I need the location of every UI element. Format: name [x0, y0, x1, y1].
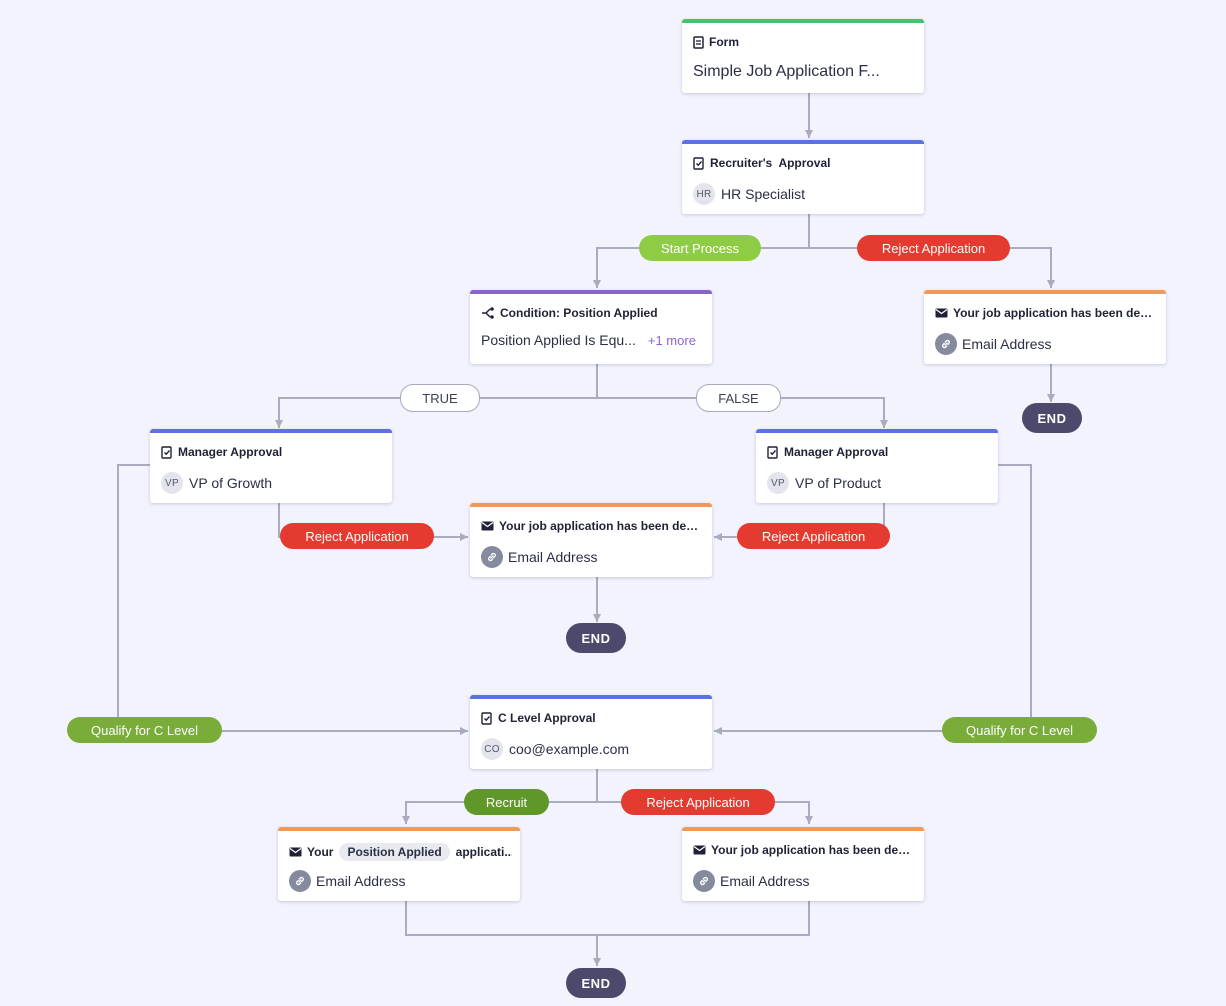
envelope-icon [935, 308, 948, 318]
condition-title: Condition: Position Applied [500, 306, 658, 320]
avatar: CO [481, 738, 503, 760]
end-node-middle[interactable]: END [566, 623, 626, 653]
reject-email-bottom-header: Your job application has been deni... [693, 843, 916, 857]
true-branch-pill[interactable]: TRUE [400, 384, 480, 412]
reject-email-middle-node[interactable]: Your job application has been deni... Em… [470, 503, 712, 577]
email-accent [278, 827, 520, 831]
qualify-c-level-pill-right[interactable]: Qualify for C Level [942, 717, 1097, 743]
avatar: VP [767, 472, 789, 494]
approval-icon [767, 445, 778, 459]
reject-email-top-recipient: Email Address [962, 336, 1052, 352]
qualify-c-level-pill-left[interactable]: Qualify for C Level [67, 717, 222, 743]
manager-approval-right-assignee: VP of Product [795, 475, 882, 491]
condition-accent [470, 290, 712, 294]
manager-approval-left-header: Manager Approval [161, 445, 384, 459]
end-node-top-right[interactable]: END [1022, 403, 1082, 433]
avatar: HR [693, 183, 715, 205]
manager-approval-right-node[interactable]: Manager Approval VP VP of Product [756, 429, 998, 503]
link-icon [481, 546, 503, 568]
approval-icon [693, 156, 704, 170]
reject-application-pill-top[interactable]: Reject Application [857, 235, 1010, 261]
c-level-approval-header: C Level Approval [481, 711, 704, 725]
recruit-email-node[interactable]: Your Position Applied applicati... Email… [278, 827, 520, 901]
condition-summary: Position Applied Is Equ... [481, 332, 636, 348]
reject-email-bottom-title: Your job application has been deni... [711, 843, 916, 857]
recruiter-approval-header: Recruiter's Approval [693, 156, 916, 170]
email-accent [682, 827, 924, 831]
reject-email-top-node[interactable]: Your job application has been deni... Em… [924, 290, 1166, 364]
approval-icon [161, 445, 172, 459]
reject-application-pill-bottom[interactable]: Reject Application [621, 789, 775, 815]
recruiter-approval-title: Recruiter's Approval [710, 156, 831, 170]
condition-summary-row: Position Applied Is Equ... +1 more [481, 332, 704, 348]
c-level-approval-node[interactable]: C Level Approval CO coo@example.com [470, 695, 712, 769]
recruit-email-title-prefix: Your [307, 845, 334, 859]
form-node[interactable]: Form Simple Job Application F... [682, 19, 924, 93]
link-icon [289, 870, 311, 892]
manager-approval-left-title: Manager Approval [178, 445, 283, 459]
reject-email-middle-recipient-row: Email Address [481, 546, 704, 568]
reject-email-bottom-node[interactable]: Your job application has been deni... Em… [682, 827, 924, 901]
email-accent [470, 503, 712, 507]
link-icon [693, 870, 715, 892]
recruit-email-recipient: Email Address [316, 873, 406, 889]
c-level-approval-title: C Level Approval [498, 711, 596, 725]
reject-email-top-title: Your job application has been deni... [953, 306, 1158, 320]
recruiter-approval-node[interactable]: Recruiter's Approval HR HR Specialist [682, 140, 924, 214]
connector-bottom-left-to-end [405, 901, 601, 966]
form-node-header: Form [693, 35, 916, 49]
reject-email-middle-recipient: Email Address [508, 549, 598, 565]
avatar: VP [161, 472, 183, 494]
recruiter-approval-assignee: HR Specialist [721, 186, 806, 202]
false-branch-pill[interactable]: FALSE [696, 384, 781, 412]
reject-application-pill-right[interactable]: Reject Application [737, 523, 890, 549]
recruit-email-recipient-row: Email Address [289, 870, 512, 892]
approval-accent [756, 429, 998, 433]
form-node-accent [682, 19, 924, 23]
connector-manager-left-qualify [117, 464, 468, 735]
form-icon [693, 35, 704, 49]
recruiter-approval-assignee-row: HR HR Specialist [693, 183, 916, 205]
envelope-icon [481, 521, 494, 531]
manager-approval-left-assignee: VP of Growth [189, 475, 273, 491]
envelope-icon [693, 845, 706, 855]
approval-accent [150, 429, 392, 433]
condition-more-link[interactable]: +1 more [647, 332, 696, 348]
recruit-email-title-suffix: applicati... [455, 845, 512, 859]
approval-accent [470, 695, 712, 699]
manager-approval-right-title: Manager Approval [784, 445, 889, 459]
manager-approval-right-assignee-row: VP VP of Product [767, 472, 990, 494]
reject-application-pill-left[interactable]: Reject Application [280, 523, 434, 549]
form-node-type: Form [709, 35, 739, 49]
condition-header: Condition: Position Applied [481, 306, 704, 320]
connector-manager-right-qualify [714, 464, 1032, 735]
reject-email-bottom-recipient: Email Address [720, 873, 810, 889]
c-level-approval-assignee: coo@example.com [509, 741, 630, 757]
reject-email-middle-title: Your job application has been deni... [499, 519, 704, 533]
start-process-pill[interactable]: Start Process [639, 235, 761, 261]
form-node-title: Simple Job Application F... [693, 63, 880, 80]
approval-accent [682, 140, 924, 144]
reject-email-top-recipient-row: Email Address [935, 333, 1158, 355]
manager-approval-right-header: Manager Approval [767, 445, 990, 459]
approval-icon [481, 711, 492, 725]
envelope-icon [289, 847, 302, 857]
form-node-title-row: Simple Job Application F... [693, 63, 916, 81]
email-accent [924, 290, 1166, 294]
c-level-approval-assignee-row: CO coo@example.com [481, 738, 704, 760]
position-applied-chip: Position Applied [339, 843, 450, 861]
connector-bottom-right-to-end [597, 901, 810, 936]
condition-node[interactable]: Condition: Position Applied Position App… [470, 290, 712, 364]
reject-email-top-header: Your job application has been deni... [935, 306, 1158, 320]
recruit-email-header: Your Position Applied applicati... [289, 843, 512, 861]
link-icon [935, 333, 957, 355]
reject-email-middle-header: Your job application has been deni... [481, 519, 704, 533]
recruit-pill[interactable]: Recruit [464, 789, 549, 815]
manager-approval-left-node[interactable]: Manager Approval VP VP of Growth [150, 429, 392, 503]
reject-email-bottom-recipient-row: Email Address [693, 870, 916, 892]
end-node-bottom[interactable]: END [566, 968, 626, 998]
manager-approval-left-assignee-row: VP VP of Growth [161, 472, 384, 494]
condition-icon [482, 307, 494, 319]
